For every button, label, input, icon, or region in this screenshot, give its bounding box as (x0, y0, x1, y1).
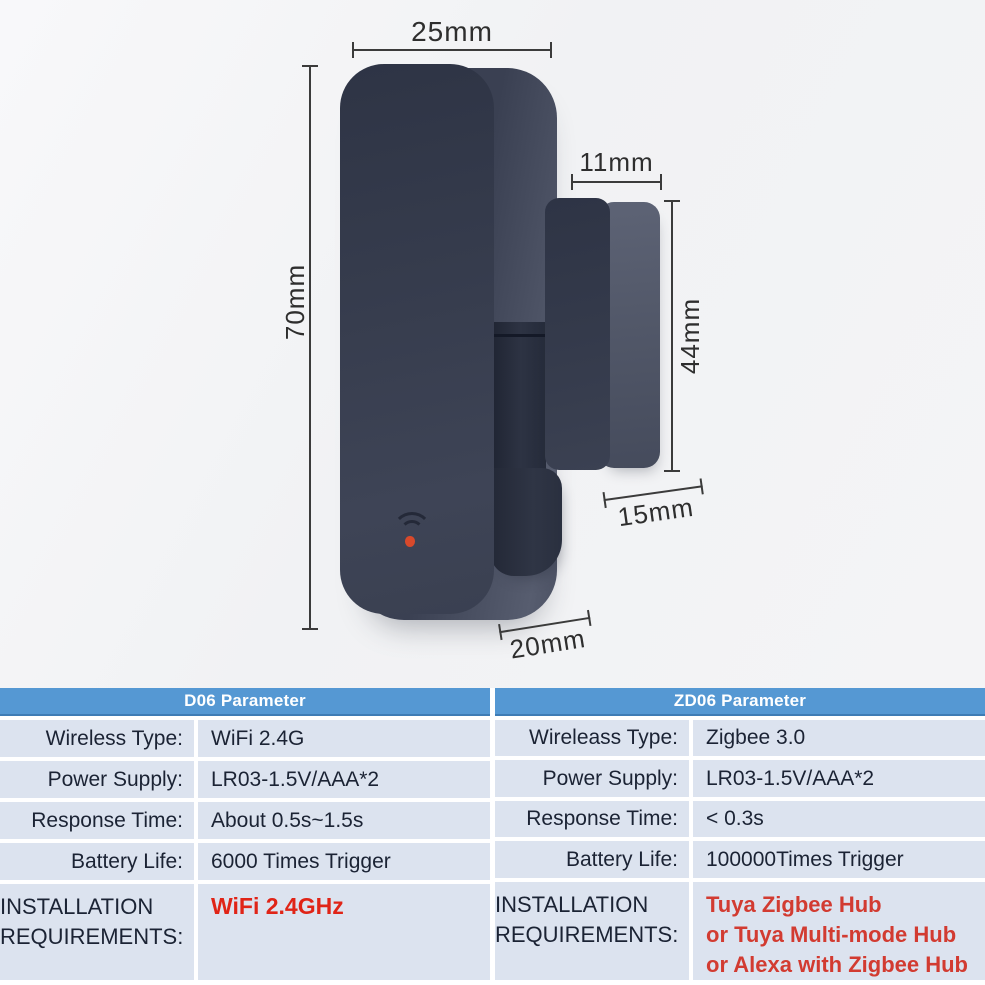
row-value: WiFi 2.4G (198, 720, 490, 757)
table-row: Power Supply: LR03-1.5V/AAA*2 (0, 761, 490, 798)
table-zd06-header: ZD06 Parameter (495, 688, 985, 716)
table-row: Wireless Type: WiFi 2.4G (0, 720, 490, 757)
row-label: Response Time: (495, 800, 689, 838)
dimension-sensor-height: 70mm (280, 65, 318, 630)
table-row-installation: INSTALLATION REQUIREMENTS: Tuya Zigbee H… (495, 882, 985, 981)
table-row: Battery Life: 6000 Times Trigger (0, 843, 490, 880)
table-row: Wireleass Type: Zigbee 3.0 (495, 719, 985, 757)
installation-value: WiFi 2.4GHz (211, 893, 344, 919)
row-label: Wireleass Type: (495, 719, 689, 757)
row-label: INSTALLATION REQUIREMENTS: (0, 884, 194, 980)
stem-seam-line (490, 334, 546, 337)
table-d06: D06 Parameter Wireless Type: WiFi 2.4G P… (0, 688, 490, 980)
row-label: INSTALLATION REQUIREMENTS: (495, 882, 689, 981)
table-row: Response Time: About 0.5s~1.5s (0, 802, 490, 839)
led-dot (405, 536, 415, 547)
dimension-label: 44mm (674, 297, 705, 375)
row-label: Power Supply: (0, 761, 194, 798)
row-label: Response Time: (0, 802, 194, 839)
bottom-margin (0, 980, 985, 985)
installation-label-line1: INSTALLATION (495, 892, 649, 918)
row-value: Tuya Zigbee Hub or Tuya Multi-mode Hub o… (693, 882, 985, 981)
dimension-magnet-height: 44mm (664, 200, 705, 472)
row-value: < 0.3s (693, 800, 985, 838)
wifi-indicator-icon (389, 508, 432, 554)
dimension-label: 11mm (579, 147, 654, 177)
wifi-arc-outer (392, 512, 432, 552)
dimension-magnet-width: 11mm (571, 147, 662, 190)
sensor-body-foot (490, 468, 562, 576)
dimension-line (571, 174, 662, 190)
table-row: Battery Life: 100000Times Trigger (495, 841, 985, 879)
row-value: WiFi 2.4GHz (198, 884, 490, 980)
dimension-line (302, 65, 318, 630)
table-zd06: ZD06 Parameter Wireleass Type: Zigbee 3.… (495, 688, 985, 981)
row-value: LR03-1.5V/AAA*2 (693, 760, 985, 797)
wifi-arc-inner (400, 520, 424, 544)
row-value: 100000Times Trigger (693, 841, 985, 879)
row-label: Power Supply: (495, 760, 689, 797)
row-label: Wireless Type: (0, 720, 194, 757)
parameter-tables: D06 Parameter Wireless Type: WiFi 2.4G P… (0, 688, 985, 981)
table-row: Response Time: < 0.3s (495, 800, 985, 838)
row-label: Battery Life: (495, 841, 689, 879)
row-value: About 0.5s~1.5s (198, 802, 490, 839)
dimension-magnet-depth: 15mm (603, 485, 707, 535)
installation-label-line1: INSTALLATION (0, 894, 154, 919)
installation-label-line2: REQUIREMENTS: (495, 922, 679, 948)
magnet-front-face (545, 198, 610, 470)
dimension-line (664, 200, 680, 472)
dimension-sensor-depth: 20mm (499, 616, 595, 667)
table-d06-header: D06 Parameter (0, 688, 490, 716)
installation-label-line2: REQUIREMENTS: (0, 924, 184, 949)
row-label: Battery Life: (0, 843, 194, 880)
installation-value: Tuya Zigbee Hub (706, 892, 882, 918)
row-value: 6000 Times Trigger (198, 843, 490, 880)
installation-value: or Alexa with Zigbee Hub (706, 952, 968, 978)
table-row: Power Supply: LR03-1.5V/AAA*2 (495, 760, 985, 797)
table-row-installation: INSTALLATION REQUIREMENTS: WiFi 2.4GHz (0, 884, 490, 980)
dimension-label: 25mm (411, 16, 493, 47)
row-value: Zigbee 3.0 (693, 719, 985, 757)
dimension-line (352, 42, 552, 58)
dimension-label: 70mm (279, 264, 310, 341)
product-diagram: 25mm 70mm 11mm 44mm 15mm 20mm (0, 0, 985, 688)
row-value: LR03-1.5V/AAA*2 (198, 761, 490, 798)
dimension-sensor-width: 25mm (352, 16, 552, 58)
installation-value: or Tuya Multi-mode Hub (706, 922, 957, 948)
